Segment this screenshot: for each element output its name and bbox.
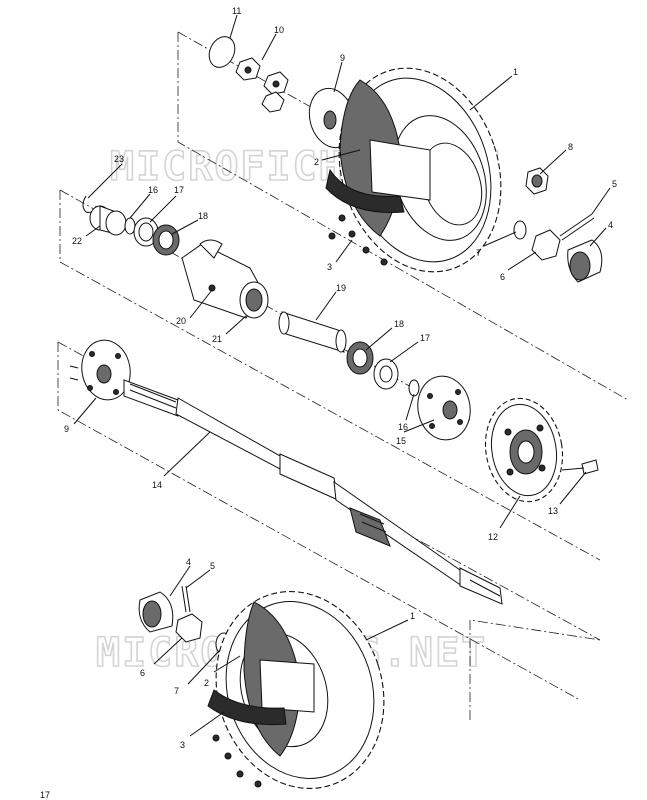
- callout-6-top: 6: [500, 272, 505, 282]
- callout-5-bottom: 5: [210, 561, 215, 571]
- callout-9-mid: 9: [64, 424, 69, 434]
- callout-17-corner: 17: [40, 790, 50, 800]
- callout-8-top: 8: [568, 142, 573, 152]
- callout-17-top: 17: [174, 185, 184, 195]
- rim-2-bottom: [207, 689, 287, 726]
- callout-12: 12: [488, 532, 498, 542]
- housing-21: [181, 239, 269, 319]
- callout-7-top: 7: [476, 248, 481, 258]
- callout-13: 13: [548, 506, 558, 516]
- callout-7-bottom: 7: [174, 686, 179, 696]
- callout-4-top: 4: [608, 220, 613, 230]
- callout-3-bottom: 3: [180, 740, 185, 750]
- callout-15: 15: [396, 436, 406, 446]
- bottom-wheel-assembly: [138, 585, 385, 789]
- castle-nut-6-top: [531, 229, 561, 261]
- axle-assembly: [69, 339, 599, 605]
- castle-nut-6-bottom: [175, 613, 203, 643]
- callout-6-bottom: 6: [140, 668, 145, 678]
- top-wheel-assembly: [208, 36, 603, 283]
- callout-23: 23: [114, 154, 124, 164]
- callout-21: 21: [212, 334, 222, 344]
- tire-1-top: [328, 67, 502, 273]
- washer-7-top: [513, 220, 527, 240]
- hub-flange-9-left: [69, 339, 131, 401]
- cotter-pin-5-top: [559, 213, 595, 241]
- hub-15: [417, 375, 471, 441]
- callout-labels: 11 10 9 1 2 8 5 4 6 7 3 23 16 17 18 22 2…: [40, 6, 617, 800]
- callout-16-mid: 16: [398, 422, 408, 432]
- rim-2-top: [325, 168, 405, 213]
- callout-19: 19: [336, 283, 346, 293]
- cotter-pin-5-bottom: [181, 585, 191, 613]
- hub-bearing-assembly: [82, 195, 420, 397]
- callout-16-top: 16: [148, 185, 158, 195]
- nuts-10: [235, 57, 289, 113]
- callout-2-bottom: 2: [204, 678, 209, 688]
- seal-16b: [408, 379, 420, 397]
- callout-9-top: 9: [340, 53, 345, 63]
- grease-fitting-20: [208, 284, 216, 292]
- spacer-19: [278, 311, 347, 353]
- sprocket-12: [484, 397, 564, 503]
- callout-1-top: 1: [513, 67, 518, 77]
- leader-lines: [73, 14, 611, 737]
- callout-22: 22: [72, 236, 82, 246]
- callout-17-mid: 17: [420, 333, 430, 343]
- callout-11-top: 11: [232, 6, 241, 16]
- bearing-cap-22: [89, 205, 127, 236]
- callout-2-top: 2: [314, 157, 319, 167]
- callout-3-top: 3: [327, 262, 332, 272]
- callout-14: 14: [152, 480, 162, 490]
- callout-18-mid: 18: [394, 319, 404, 329]
- cap-4-top: [567, 239, 603, 283]
- callout-5-top: 5: [612, 179, 617, 189]
- axle-shaft-14: [123, 379, 503, 605]
- cap-4-bottom: [138, 591, 174, 633]
- callout-4-bottom: 4: [186, 557, 191, 567]
- bolt-13: [581, 459, 599, 475]
- callout-1-bottom: 1: [410, 611, 415, 621]
- callout-10-top: 10: [274, 25, 284, 35]
- callout-20: 20: [176, 316, 186, 326]
- disc-9-hub: [323, 110, 337, 130]
- callout-18-top: 18: [198, 211, 208, 221]
- washer-11: [208, 36, 236, 68]
- tire-1-bottom: [212, 591, 385, 789]
- seal-16a: [124, 217, 136, 235]
